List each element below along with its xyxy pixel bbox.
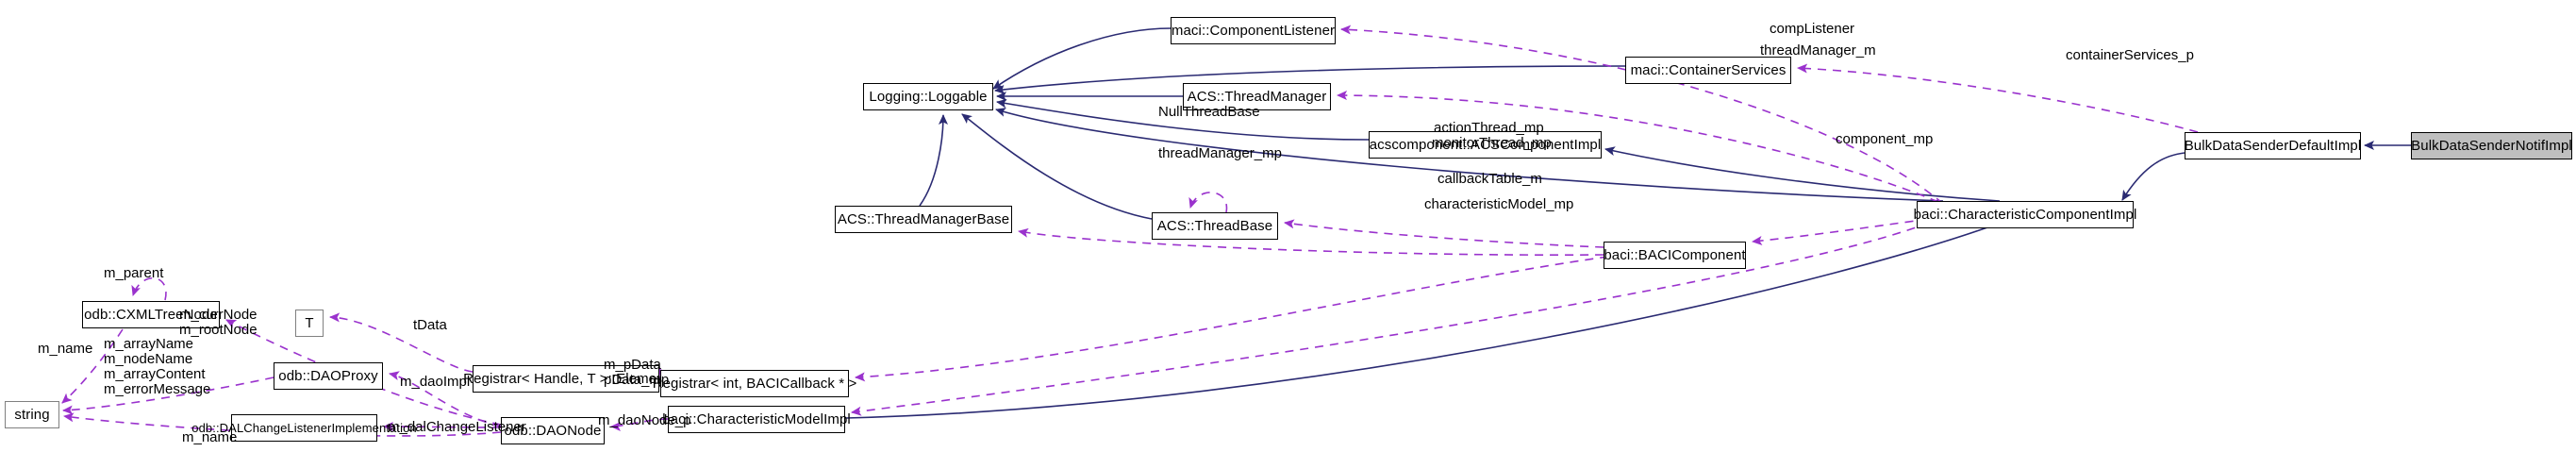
edge-loggable-componentlistener	[992, 27, 1172, 90]
edge-label-pdata-mp: pData_mp	[604, 372, 670, 388]
edge-label-m-parent: m_parent	[104, 265, 164, 281]
node-odb-cxmltreenode[interactable]: odb::CXMLTreeNode	[82, 301, 220, 328]
node-acscomponent-acscomponentimpl[interactable]: acscomponent::ACSComponentImpl	[1369, 131, 1602, 159]
edge-label-m-nodename: m_nodeName	[104, 351, 193, 367]
edge-assoc-containerservices-p	[1797, 63, 2199, 133]
node-maci-componentlistener[interactable]: maci::ComponentListener	[1171, 17, 1336, 44]
node-bulkdatasenderdefaultimpl[interactable]: BulkDataSenderDefaultImpl	[2185, 132, 2361, 159]
edge-label-nullthreadbase: NullThreadBase	[1158, 104, 1260, 120]
node-baci-characteristicmodelimpl[interactable]: baci::CharacteristicModelImpl	[662, 406, 851, 433]
node-template-t[interactable]: T	[295, 310, 324, 337]
edge-charcomponentimpl-bulkdatasenderdef	[2121, 152, 2185, 201]
edge-label-m-pdata: m_pData	[604, 357, 661, 373]
edge-label-m-dalchangelistener: m_dalChangeListener	[388, 419, 526, 435]
edge-label-m-daonode-p: m_daoNode_p	[598, 412, 691, 428]
edge-label-m-errormessage: m_errorMessage	[104, 381, 211, 397]
edge-label-m-arrayname: m_arrayName	[104, 336, 194, 352]
inheritance-edges	[845, 27, 2411, 419]
edge-assoc-callbacktable-m	[855, 256, 1609, 382]
edge-label-containerservices-p: containerServices_p	[2066, 47, 2194, 63]
node-acs-threadmanagerbase[interactable]: ACS::ThreadManagerBase	[835, 206, 1012, 233]
edge-assoc-nullthreadbase	[1188, 192, 1228, 213]
node-odb-dalchangelistenerimplementation[interactable]: odb::DALChangeListenerImplementation	[191, 414, 417, 442]
edge-assoc-actionthread-mp	[1284, 219, 1604, 248]
edge-label-callbacktable-m: callbackTable_m	[1438, 171, 1542, 187]
edge-label-m-rootnode: m_rootNode	[179, 322, 258, 338]
edge-label-threadmanager-m: threadManager_m	[1760, 42, 1876, 59]
node-odb-daoproxy[interactable]: odb::DAOProxy	[274, 362, 383, 390]
node-bulkdatasendernotifimpl[interactable]: BulkDataSenderNotifImpl	[2411, 132, 2572, 159]
node-odb-daonode[interactable]: odb::DAONode	[501, 417, 605, 444]
edge-label-m-name-bottom: m_name	[182, 429, 238, 445]
node-baci-bacicomponent[interactable]: baci::BACIComponent	[1604, 242, 1746, 269]
node-logging-loggable[interactable]: Logging::Loggable	[863, 83, 993, 110]
edge-label-m-name-left: m_name	[38, 341, 93, 357]
edge-label-m-arraycontent: m_arrayContent	[104, 366, 206, 382]
edge-label-m-currnode: m_currNode	[179, 307, 258, 323]
edge-label-tdata: tData	[413, 317, 447, 333]
node-registrar-int-bacicallback[interactable]: Registrar< int, BACICallback * >	[653, 370, 856, 397]
node-registrar-handle-t-element[interactable]: Registrar< Handle, T >::Element	[463, 365, 669, 393]
edge-assoc-m-parent	[131, 277, 167, 301]
edge-label-threadmanager-mp: threadManager_mp	[1158, 145, 1282, 161]
node-acs-threadbase[interactable]: ACS::ThreadBase	[1152, 212, 1278, 240]
node-baci-characteristiccomponentimpl[interactable]: baci::CharacteristicComponentImpl	[1914, 201, 2136, 228]
edge-label-complistener: compListener	[1770, 21, 1855, 37]
edge-acscomponentimpl-charcomponentimpl	[1604, 146, 2001, 202]
edge-label-characteristicmodel-mp: characteristicModel_mp	[1424, 196, 1574, 212]
edge-assoc-threadmanager-mp	[1018, 227, 1604, 256]
node-maci-containerservices[interactable]: maci::ContainerServices	[1625, 57, 1791, 84]
edge-loggable-threadmanagerbase	[919, 114, 948, 207]
edge-label-actionthread-mp: actionThread_mp	[1434, 120, 1544, 136]
edge-label-m-daoimpl: m_daoImpl	[400, 374, 471, 390]
edge-label-monitorthread-mp: monitorThread_mp	[1432, 135, 1552, 151]
edge-loggable-threadbase	[961, 113, 1153, 220]
node-string[interactable]: string	[5, 401, 59, 428]
node-acs-threadmanager[interactable]: ACS::ThreadManager	[1183, 83, 1331, 110]
edge-assoc-characteristicmodel-mp	[851, 216, 1944, 416]
edge-charmodelimpl-charcomponentimpl	[845, 213, 2024, 419]
edge-label-component-mp: component_mp	[1836, 131, 1934, 147]
